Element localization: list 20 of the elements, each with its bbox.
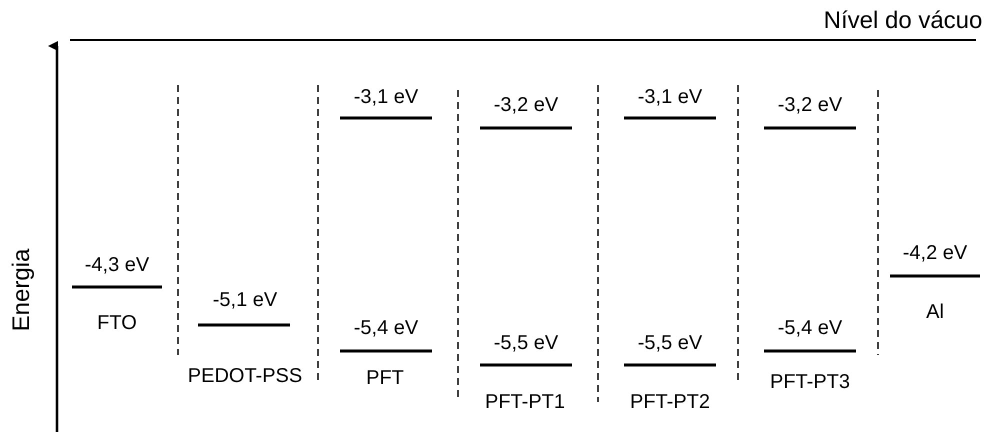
energy-value: -5,4 eV: [354, 317, 418, 339]
energy-value: -5,1 eV: [212, 289, 278, 311]
energy-value: -3,2 eV: [494, 94, 558, 116]
material-name: PFT-PT1: [485, 391, 565, 413]
energy-value: -3,1 eV: [354, 86, 418, 108]
material-name: FTO: [97, 312, 137, 334]
axis-label: Energia: [8, 248, 36, 332]
material-name: PEDOT-PSS: [188, 365, 302, 387]
material-name: PFT: [366, 367, 404, 389]
energy-value: -3,1 eV: [638, 86, 702, 108]
material-name: PFT-PT2: [630, 391, 710, 413]
energy-value: -4,2 eV: [902, 242, 968, 264]
energy-value: -5,5 eV: [494, 332, 558, 354]
energy-value: -3,2 eV: [778, 94, 842, 116]
energy-value: -5,4 eV: [778, 317, 842, 339]
energy-value: -4,3 eV: [84, 254, 150, 276]
axis-title: Nível do vácuo: [824, 7, 982, 35]
energy-value: -5,5 eV: [638, 332, 702, 354]
material-name: Al: [926, 301, 944, 323]
material-name: PFT-PT3: [770, 371, 850, 393]
